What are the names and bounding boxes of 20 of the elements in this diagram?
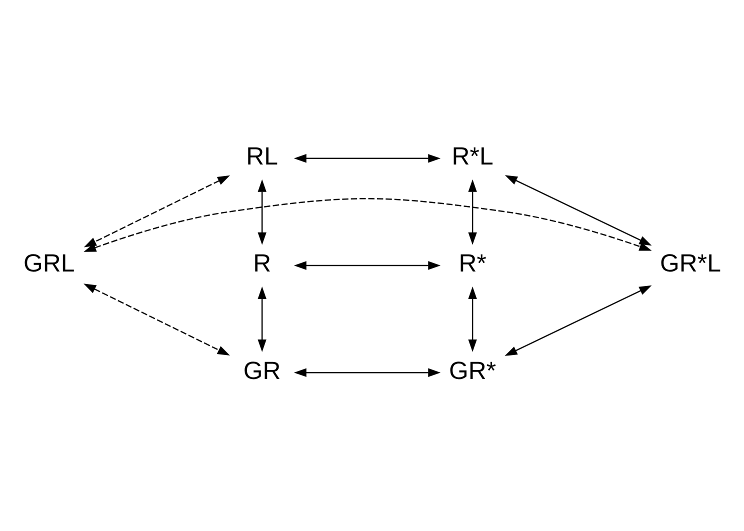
node-text: GR*L — [660, 250, 721, 278]
arrow — [294, 261, 441, 270]
node-text: GR* — [449, 356, 496, 385]
arrow — [258, 179, 266, 245]
arrow — [468, 179, 477, 245]
node-text: R — [253, 250, 272, 278]
arrow — [504, 175, 652, 246]
arrow — [504, 285, 652, 356]
node-text: GRL — [24, 250, 75, 278]
node-text: RL — [246, 142, 278, 171]
node-text: R*L — [452, 142, 494, 171]
arrow — [468, 286, 477, 352]
arrow — [84, 198, 652, 252]
node-text: GR — [243, 356, 281, 385]
arrow — [294, 154, 441, 163]
arrow — [84, 175, 230, 248]
node-text: R* — [458, 250, 486, 278]
arrow — [84, 284, 230, 356]
arrow — [294, 368, 441, 377]
arrow — [258, 286, 266, 352]
